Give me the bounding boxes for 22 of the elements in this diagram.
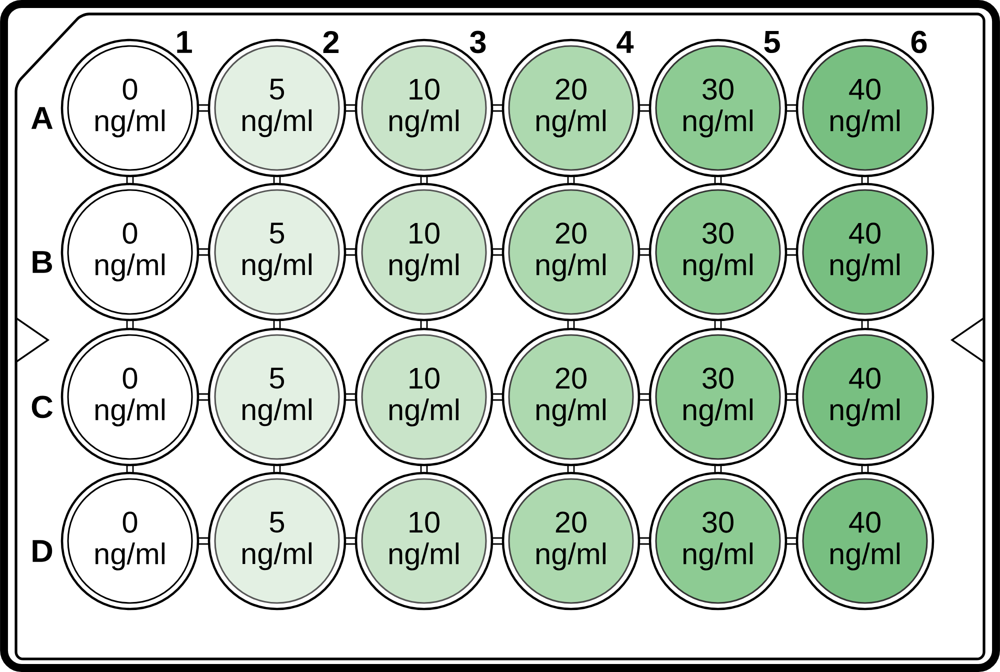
well: 20 ng/ml xyxy=(502,328,640,466)
well: 40 ng/ml xyxy=(796,472,934,610)
well: 40 ng/ml xyxy=(796,182,934,322)
well: 20 ng/ml xyxy=(502,182,640,322)
well: 0 ng/ml xyxy=(60,472,200,610)
row-letter: C xyxy=(32,396,53,418)
well: 5 ng/ml xyxy=(208,328,346,466)
well: 30 ng/ml xyxy=(648,328,788,466)
well: 5 ng/ml xyxy=(208,472,346,610)
well: 0 ng/ml xyxy=(60,328,200,466)
well: 40 ng/ml xyxy=(796,328,934,466)
well: 5 ng/ml xyxy=(208,182,346,322)
well: 10 ng/ml xyxy=(354,182,494,322)
well: 30 ng/ml xyxy=(648,472,788,610)
row-letter: A xyxy=(31,107,53,129)
well: 0 ng/ml xyxy=(60,182,200,322)
row-letter: B xyxy=(32,251,52,273)
row-letter: D xyxy=(32,540,52,562)
well: 10 ng/ml xyxy=(354,472,494,610)
well: 20 ng/ml xyxy=(502,472,640,610)
well: 30 ng/ml xyxy=(648,182,788,322)
well: 10 ng/ml xyxy=(354,328,494,466)
